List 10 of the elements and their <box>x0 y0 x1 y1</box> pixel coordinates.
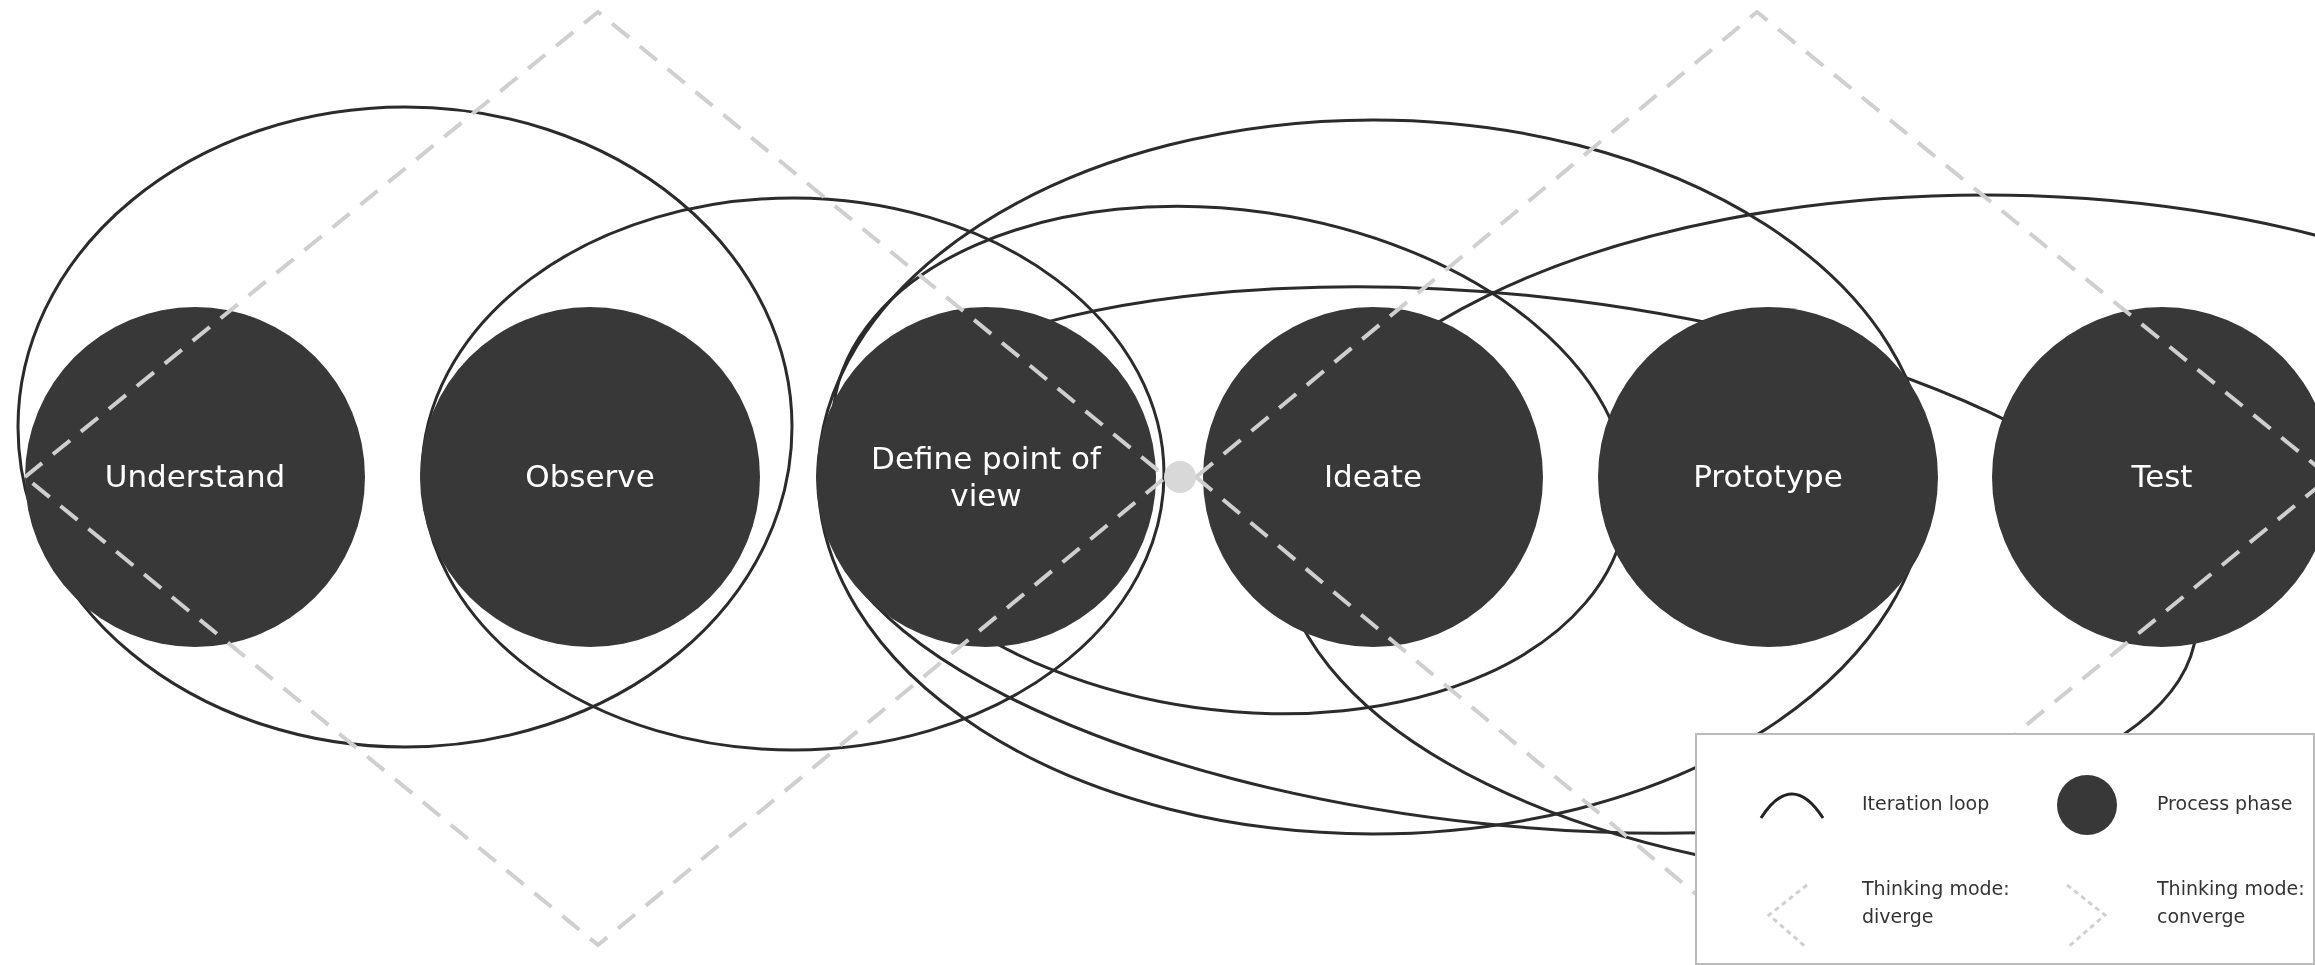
legend-text: Iteration loop <box>1862 791 1991 816</box>
legend-text: Process phase <box>2157 791 2294 816</box>
phase-label: Understand <box>104 458 286 496</box>
legend-text: Thinking mode: diverge <box>1862 876 2011 929</box>
phase-label: Test <box>2131 458 2193 496</box>
legend-text: Thinking mode: converge <box>2157 876 2306 929</box>
phase-label: Prototype <box>1693 458 1843 496</box>
phase-label: Observe <box>525 458 655 496</box>
phase-label: Define point of view <box>870 439 1103 515</box>
phase-label: Ideate <box>1323 458 1423 496</box>
